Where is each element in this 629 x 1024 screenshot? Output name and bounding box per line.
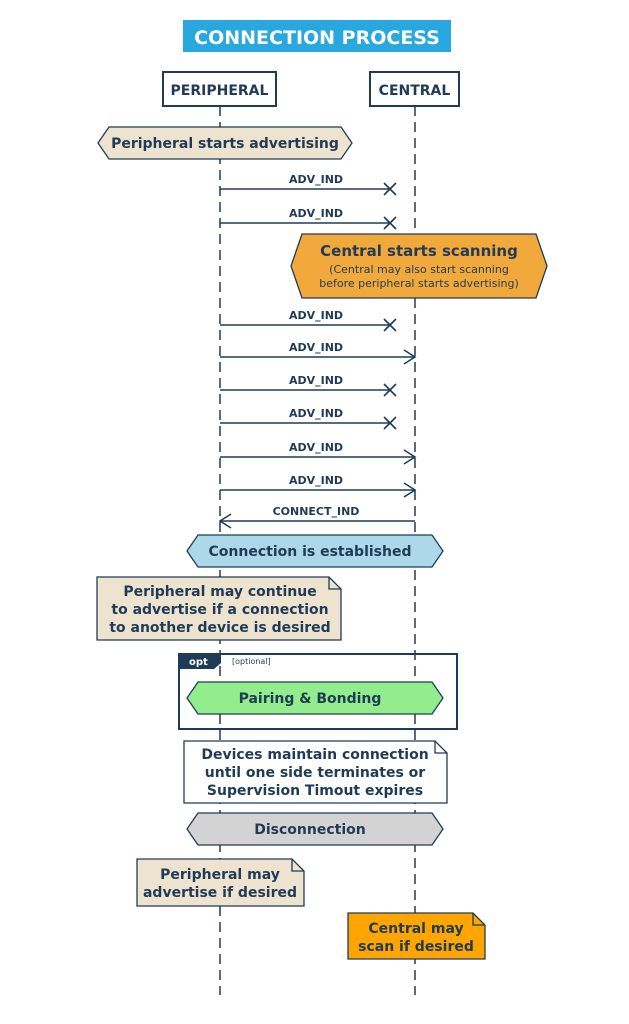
note-peripheral-advertising-text: Peripheral starts advertising [111, 136, 339, 152]
message-8: ADV_IND [220, 474, 417, 498]
message-1: ADV_IND [220, 173, 397, 196]
message-label: ADV_IND [289, 407, 343, 420]
note-peripheral-continue: Peripheral may continue to advertise if … [96, 576, 342, 641]
message-label: ADV_IND [289, 173, 343, 186]
message-label: ADV_IND [289, 441, 343, 454]
opt-frame-condition: [optional] [232, 657, 271, 666]
participant-central: CENTRAL [369, 71, 460, 107]
arrowhead [403, 449, 417, 465]
note-connection-established-text: Connection is established [209, 544, 412, 560]
message-label: ADV_IND [289, 207, 343, 220]
message-4: ADV_IND [220, 341, 417, 365]
message-7: ADV_IND [220, 441, 417, 465]
lost-message-cross [383, 416, 397, 430]
message-2: ADV_IND [220, 207, 397, 230]
note-pairing-bonding-text: Pairing & Bonding [239, 691, 382, 707]
note-pairing-bonding: Pairing & Bonding [186, 681, 444, 715]
note-maintain-connection: Devices maintain connection until one si… [183, 740, 448, 804]
lost-message-cross [383, 318, 397, 332]
lost-message-cross [383, 216, 397, 230]
lost-message-cross [383, 383, 397, 397]
note-central-scanning-sub2: before peripheral starts advertising) [319, 277, 519, 290]
arrowhead [218, 513, 232, 529]
opt-frame-tag: opt [189, 657, 208, 668]
note-peripheral-continue-line2: to advertise if a connection [111, 602, 328, 618]
note-disconnection-text: Disconnection [254, 822, 365, 838]
note-central-may-scan: Central may scan if desired [347, 912, 486, 960]
message-6: ADV_IND [220, 407, 397, 430]
message-label: ADV_IND [289, 341, 343, 354]
message-3: ADV_IND [220, 309, 397, 332]
opt-frame: opt [optional] [178, 653, 458, 730]
note-peripheral-may-line2: advertise if desired [143, 885, 297, 901]
arrowhead [403, 349, 417, 365]
note-central-may-line2: scan if desired [358, 939, 474, 955]
participant-central-label: CENTRAL [379, 83, 451, 99]
note-connection-established: Connection is established [186, 534, 444, 568]
participant-peripheral: PERIPHERAL [162, 71, 277, 107]
title-banner [183, 20, 451, 52]
note-disconnection: Disconnection [186, 812, 444, 846]
arrowhead [403, 482, 417, 498]
note-central-scanning-title: Central starts scanning [320, 242, 518, 260]
participant-peripheral-label: PERIPHERAL [171, 83, 269, 99]
message-label: ADV_IND [289, 309, 343, 322]
note-peripheral-continue-line1: Peripheral may continue [123, 584, 316, 600]
note-peripheral-may-line1: Peripheral may [160, 867, 280, 883]
message-9: CONNECT_IND [218, 505, 415, 529]
diagram-title: CONNECTION PROCESS [194, 27, 440, 49]
lost-message-cross [383, 182, 397, 196]
message-label: ADV_IND [289, 474, 343, 487]
note-central-may-line1: Central may [368, 921, 463, 937]
note-peripheral-advertising: Peripheral starts advertising [97, 126, 353, 160]
note-maintain-line3: Supervision Timout expires [207, 783, 423, 799]
note-peripheral-may-advertise: Peripheral may advertise if desired [136, 858, 305, 907]
note-central-scanning: Central starts scanning (Central may als… [290, 233, 548, 299]
message-label: CONNECT_IND [273, 505, 360, 518]
message-label: ADV_IND [289, 374, 343, 387]
messages-group: ADV_IND ADV_IND ADV_IND ADV_IND ADV_IND ADV_I… [218, 173, 417, 529]
note-maintain-line1: Devices maintain connection [201, 747, 428, 763]
note-maintain-line2: until one side terminates or [205, 765, 425, 781]
note-peripheral-continue-line3: to another device is desired [109, 620, 330, 636]
message-5: ADV_IND [220, 374, 397, 397]
note-central-scanning-sub1: (Central may also start scanning [329, 263, 509, 276]
